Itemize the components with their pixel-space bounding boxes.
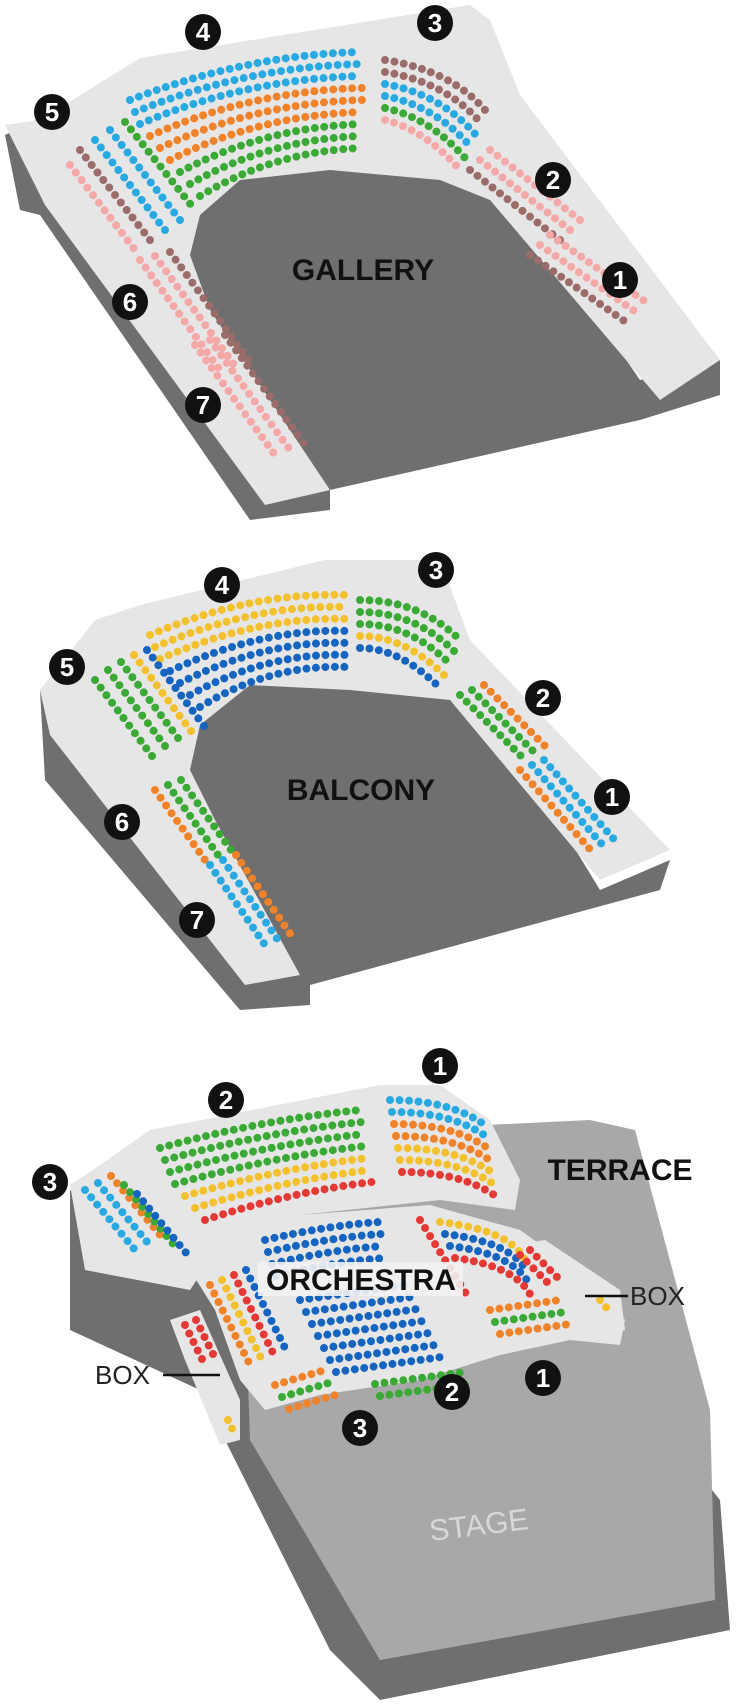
box-left[interactable] [170, 1310, 240, 1445]
svg-text:5: 5 [60, 652, 74, 682]
balcony-section-4-marker[interactable]: 4 [204, 567, 240, 603]
gallery-section-5-marker[interactable]: 5 [34, 94, 70, 130]
svg-text:6: 6 [115, 807, 129, 837]
terrace-label: TERRACE [547, 1154, 692, 1187]
gallery-section-4-marker[interactable]: 4 [185, 14, 221, 50]
gallery-section-7-marker[interactable]: 7 [185, 387, 221, 423]
orchestra-section-2-marker[interactable]: 2 [434, 1374, 470, 1410]
box-left-label: BOX [95, 1360, 150, 1390]
svg-text:1: 1 [536, 1363, 550, 1393]
svg-text:3: 3 [429, 555, 443, 585]
balcony-section-1-marker[interactable]: 1 [594, 779, 630, 815]
gallery-label: GALLERY [292, 254, 434, 287]
gallery-floor [5, 5, 720, 505]
svg-text:2: 2 [445, 1377, 459, 1407]
gallery-section-1-marker[interactable]: 1 [602, 262, 638, 298]
svg-text:1: 1 [605, 782, 619, 812]
orchestra-label-bg [258, 1262, 463, 1296]
gallery-section-2-marker[interactable]: 2 [535, 162, 571, 198]
balcony-section-6-marker[interactable]: 6 [104, 804, 140, 840]
balcony-level: BALCONY 1 2 3 4 5 6 7 [40, 552, 670, 1010]
svg-text:3: 3 [43, 1167, 57, 1197]
orchestra-label: ORCHESTRA [266, 1264, 456, 1297]
terrace-section-2-marker[interactable]: 2 [208, 1082, 244, 1118]
svg-text:4: 4 [215, 570, 230, 600]
svg-text:3: 3 [353, 1413, 367, 1443]
balcony-section-3-marker[interactable]: 3 [418, 552, 454, 588]
terrace-section-3-marker[interactable]: 3 [32, 1164, 68, 1200]
balcony-section-2-marker[interactable]: 2 [525, 680, 561, 716]
svg-text:2: 2 [546, 165, 560, 195]
svg-text:1: 1 [613, 265, 627, 295]
balcony-floor [40, 560, 670, 985]
svg-text:3: 3 [428, 8, 442, 38]
orchestra-section-1-marker[interactable]: 1 [525, 1360, 561, 1396]
svg-text:7: 7 [190, 905, 204, 935]
svg-text:7: 7 [196, 390, 210, 420]
terrace-seats [81, 1096, 501, 1258]
gallery-level: GALLERY 1 2 3 4 5 6 7 [5, 5, 720, 520]
terrace-orchestra-level: ORCHESTRA TERRACE STAGE BOX BOX 1 2 3 1 … [32, 1048, 730, 1700]
balcony-seats [91, 590, 623, 949]
balcony-label: BALCONY [287, 774, 435, 807]
balcony-section-5-marker[interactable]: 5 [49, 649, 85, 685]
balcony-section-7-marker[interactable]: 7 [179, 902, 215, 938]
svg-text:4: 4 [196, 17, 211, 47]
svg-text:2: 2 [536, 683, 550, 713]
gallery-section-3-marker[interactable]: 3 [417, 5, 453, 41]
svg-text:5: 5 [45, 97, 59, 127]
box-right-label: BOX [630, 1281, 685, 1311]
svg-text:6: 6 [123, 287, 137, 317]
svg-text:2: 2 [219, 1085, 233, 1115]
svg-text:1: 1 [433, 1051, 447, 1081]
terrace-section-1-marker[interactable]: 1 [422, 1048, 458, 1084]
gallery-section-6-marker[interactable]: 6 [112, 284, 148, 320]
gallery-seats [66, 48, 654, 459]
orchestra-section-3-marker[interactable]: 3 [342, 1410, 378, 1446]
